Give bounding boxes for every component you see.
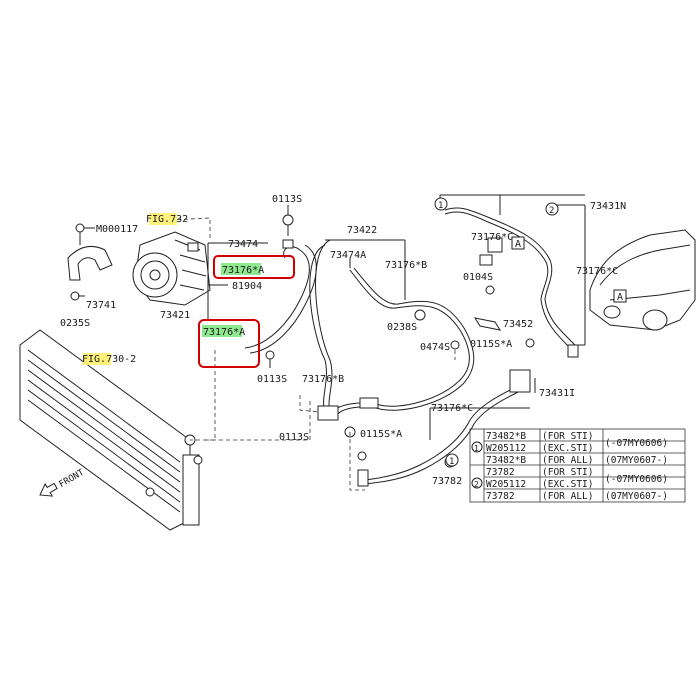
compressor bbox=[132, 231, 211, 306]
label-0238s: 0238S bbox=[387, 322, 417, 333]
table-row-6-cond: (FOR ALL) bbox=[542, 491, 593, 502]
table-group-1: 1 bbox=[474, 444, 479, 453]
table-row-4-cond: (FOR STI) bbox=[542, 467, 593, 478]
table-row-4-part: 73782 bbox=[486, 467, 515, 478]
label-73176a-top: 73176*A bbox=[222, 265, 264, 276]
table-group-2: 2 bbox=[474, 480, 479, 489]
table-row-6-part: 73782 bbox=[486, 491, 515, 502]
label-73176a-mid: 73176*A bbox=[203, 327, 245, 338]
label-0113s-bot: 0113S bbox=[279, 432, 309, 443]
table-row-4-period: (-07MY0606) bbox=[605, 474, 668, 485]
label-73176b-mid: 73176*B bbox=[302, 374, 344, 385]
callout-box-73176a-lower bbox=[198, 319, 260, 368]
label-0113s-top: 0113S bbox=[272, 194, 302, 205]
callout-1-lower: 1 bbox=[445, 453, 459, 467]
label-73741: 73741 bbox=[86, 300, 116, 311]
label-73176c-bot: 73176*C bbox=[431, 403, 473, 414]
label-73782: 73782 bbox=[432, 476, 462, 487]
table-row-5-cond: (EXC.STI) bbox=[542, 479, 593, 490]
pipe-73431i bbox=[357, 369, 531, 487]
label-0113s-mid: 0113S bbox=[257, 374, 287, 385]
label-73176c-right: 73176*C bbox=[576, 266, 618, 277]
table-row-3-period: (07MY0607-) bbox=[605, 455, 668, 466]
leader-lines bbox=[78, 194, 586, 440]
condenser bbox=[19, 329, 203, 531]
hose-73421 bbox=[244, 244, 317, 354]
label-0235s: 0235S bbox=[60, 318, 90, 329]
label-0104s: 0104S bbox=[463, 272, 493, 283]
label-fig730: FIG.730-2 bbox=[82, 354, 136, 365]
pipe-73431n bbox=[444, 207, 579, 358]
callout-2: 2 bbox=[545, 202, 559, 216]
callout-box-73176a-upper bbox=[213, 255, 295, 279]
table-row-3-part: 73482*B bbox=[486, 455, 526, 466]
svg-text:A: A bbox=[515, 239, 521, 250]
svg-text:1: 1 bbox=[438, 201, 443, 211]
label-73474a: 73474A bbox=[330, 250, 366, 261]
table-row-3-cond: (FOR ALL) bbox=[542, 455, 593, 466]
label-73422: 73422 bbox=[347, 225, 377, 236]
label-73431n: 73431N bbox=[590, 201, 626, 212]
label-0115sa-right: 0115S*A bbox=[470, 339, 512, 350]
label-73452: 73452 bbox=[503, 319, 533, 330]
bracket-73741 bbox=[67, 223, 113, 301]
svg-text:2: 2 bbox=[549, 206, 554, 216]
callout-1: 1 bbox=[434, 197, 448, 211]
label-73421: 73421 bbox=[160, 310, 190, 321]
label-73474: 73474 bbox=[228, 239, 258, 250]
table-row-2-part: W205112 bbox=[486, 443, 526, 454]
label-0115sa-mid: 0115S*A bbox=[360, 429, 402, 440]
table-row-5-part: W205112 bbox=[486, 479, 526, 490]
label-81904: 81904 bbox=[232, 281, 262, 292]
label-73431i: 73431I bbox=[539, 388, 575, 399]
table-row-1-cond: (FOR STI) bbox=[542, 431, 593, 442]
table-row-2-cond: (EXC.STI) bbox=[542, 443, 593, 454]
table-row-1-period: (-07MY0606) bbox=[605, 438, 668, 449]
label-73176b-top: 73176*B bbox=[385, 260, 427, 271]
label-73176c-top: 73176*C bbox=[471, 232, 513, 243]
label-m000117: M000117 bbox=[96, 224, 138, 235]
box-a-car-marker: A bbox=[613, 289, 627, 303]
vehicle-silhouette bbox=[589, 229, 696, 331]
front-arrow: FRONT bbox=[39, 468, 87, 497]
svg-text:A: A bbox=[617, 292, 623, 303]
box-a-marker: A bbox=[511, 236, 525, 250]
label-fig732: FIG.732 bbox=[146, 214, 188, 225]
svg-text:1: 1 bbox=[449, 457, 454, 467]
table-row-6-period: (07MY0607-) bbox=[605, 491, 668, 502]
label-0474s: 0474S bbox=[420, 342, 450, 353]
dashed-reference-lines bbox=[169, 217, 456, 491]
table-row-1-part: 73482*B bbox=[486, 431, 526, 442]
hose-73422 bbox=[309, 239, 475, 421]
svg-text:FRONT: FRONT bbox=[58, 468, 87, 490]
parts-table: 1 2 73482*B (FOR STI) (-07MY0606) W20511… bbox=[469, 428, 686, 503]
